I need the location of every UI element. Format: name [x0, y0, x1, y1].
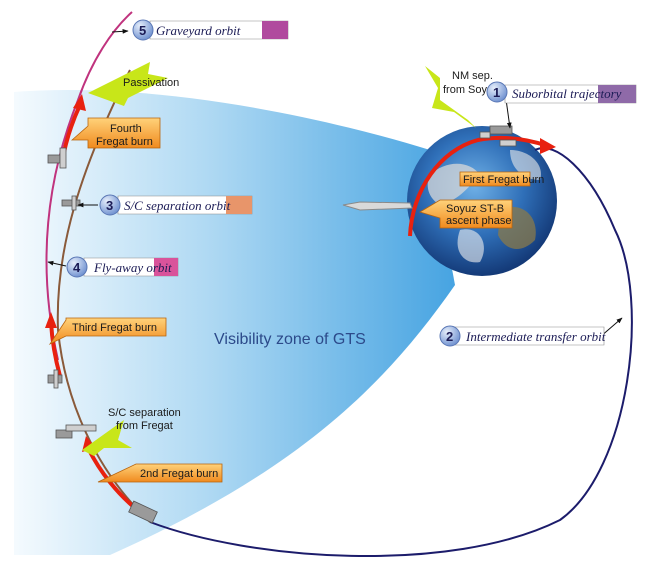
- spacecraft-icon: [47, 125, 517, 524]
- second-burn-label: 2nd Fregat burn: [140, 468, 218, 480]
- ascent-callout: Soyuz ST-B ascent phase: [419, 199, 513, 229]
- fourth-burn-callout: Fourth Fregat burn: [70, 117, 161, 149]
- passivation-label: Passivation: [123, 77, 179, 89]
- orbit-number-3: 3: [106, 198, 113, 213]
- ascent-line-1: Soyuz ST-B: [446, 203, 504, 215]
- first-burn-label: First Fregat burn: [463, 174, 544, 186]
- fourth-burn-arrowhead: [73, 94, 86, 111]
- sc-separation-line-1: S/C separation: [108, 407, 181, 419]
- passivation-burst: [88, 62, 168, 106]
- nm-separation-burst: [425, 66, 476, 128]
- orbit-text-1: Suborbital trajectory: [512, 86, 622, 101]
- orbit-number-5: 5: [139, 23, 146, 38]
- ascent-line-2: ascent phase: [446, 215, 511, 227]
- third-burn-label: Third Fregat burn: [72, 322, 157, 334]
- orbit-label-1: 1 Suborbital trajectory: [486, 81, 637, 129]
- fregat-separation-burst: [82, 420, 132, 456]
- orbit-number-2: 2: [446, 329, 453, 344]
- third-burn-arrowhead: [45, 312, 57, 328]
- nm-separation-line-1: NM sep.: [452, 70, 493, 82]
- first-burn-callout: First Fregat burn: [459, 171, 544, 187]
- intermediate-transfer-orbit: [149, 147, 633, 558]
- separation-orbit: [56, 69, 151, 523]
- orbit-text-2: Intermediate transfer orbit: [465, 329, 606, 344]
- fourth-burn-line-1: Fourth: [110, 123, 142, 135]
- orbit-label-5: 5 Graveyard orbit: [111, 19, 289, 41]
- soyuz-launcher-icon: [342, 201, 413, 211]
- orbit-text-4: Fly-away orbit: [93, 260, 172, 275]
- orbit-text-3: S/C separation orbit: [124, 198, 231, 213]
- orbit-label-3: 3 S/C separation orbit: [77, 194, 253, 216]
- third-burn-callout: Third Fregat burn: [48, 317, 167, 346]
- second-burn-callout: 2nd Fregat burn: [97, 463, 223, 483]
- first-burn-arrowhead: [540, 138, 556, 154]
- orbit-label-2: 2 Intermediate transfer orbit: [439, 317, 623, 347]
- orbit-number-4: 4: [73, 260, 81, 275]
- nm-separation-line-2: from Soyuz: [443, 84, 499, 96]
- visibility-zone-label: Visibility zone of GTS: [214, 331, 366, 348]
- sc-separation-line-2: from Fregat: [116, 420, 173, 432]
- first-burn-arc: [408, 136, 549, 237]
- orbit-number-1: 1: [493, 85, 500, 100]
- orbit-text-5: Graveyard orbit: [156, 23, 241, 38]
- fourth-burn-line-2: Fregat burn: [96, 136, 153, 148]
- flyaway-orbit: [45, 11, 133, 361]
- orbit-label-4: 4 Fly-away orbit: [47, 256, 179, 278]
